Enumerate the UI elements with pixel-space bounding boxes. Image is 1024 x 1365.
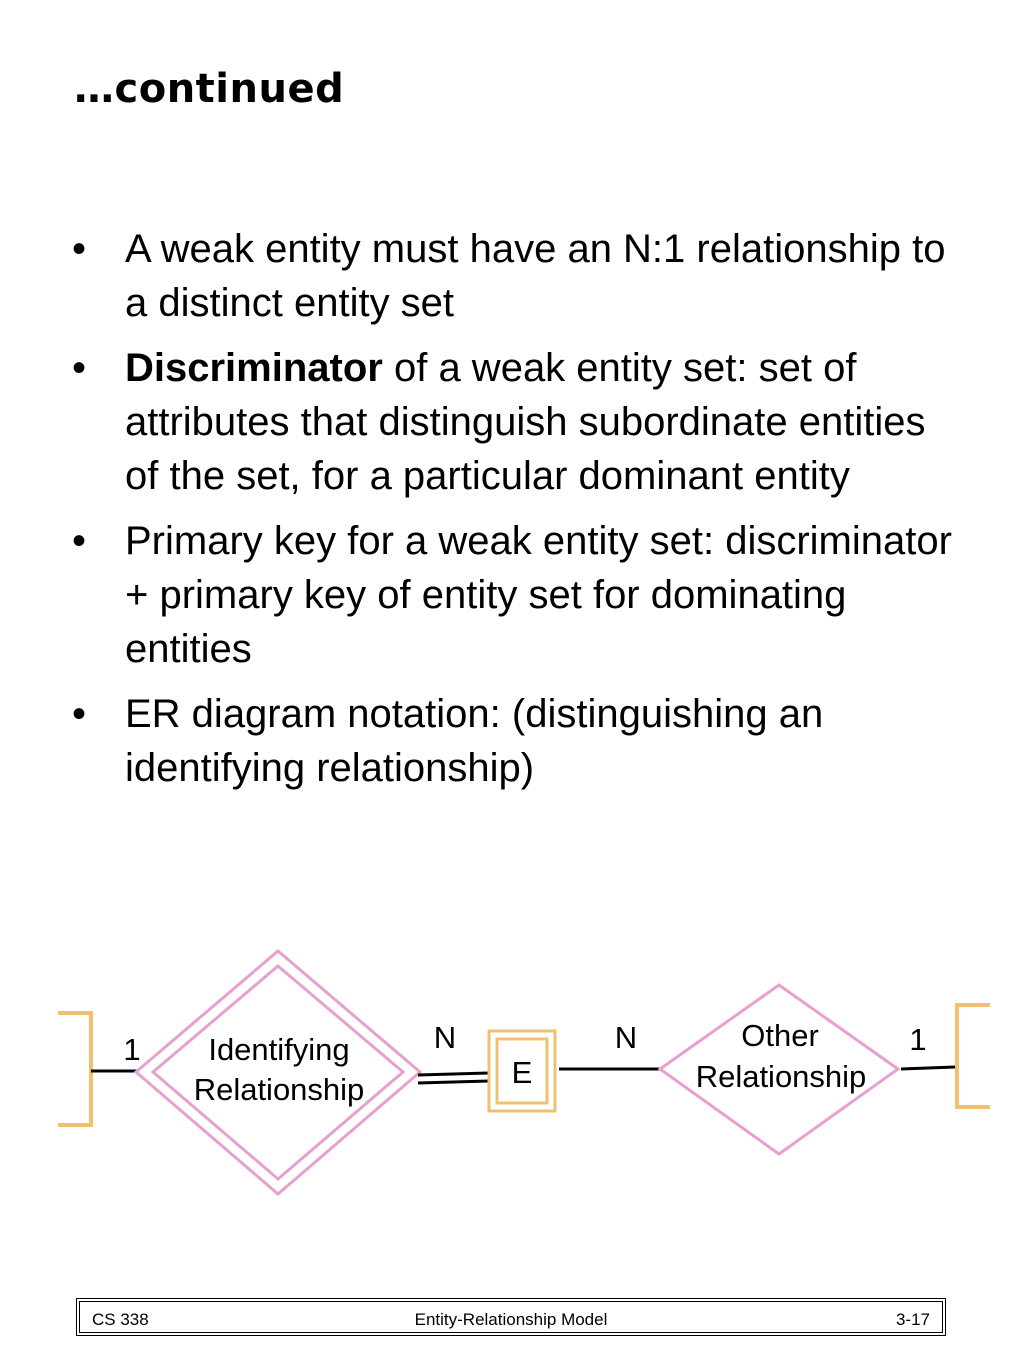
bullet-item: • Primary key for a weak entity set: dis…: [72, 514, 952, 676]
footer-topic: Entity-Relationship Model: [414, 1310, 608, 1329]
identifying-relationship-outer-diamond: [133, 949, 423, 1196]
cardinality-right-n: N: [615, 1020, 637, 1055]
left-entity-bracket: [58, 1011, 93, 1127]
connector-line-right: [900, 1065, 956, 1071]
bullet-text: A weak entity must have an N:1 relations…: [125, 227, 946, 325]
right-entity-bracket: [955, 1003, 990, 1109]
bullet-text: ER diagram notation: (distinguishing an …: [125, 692, 824, 790]
total-participation-line-2: [417, 1079, 490, 1085]
footer-page-number: 3-17: [895, 1310, 930, 1329]
slide-title: …continued: [74, 66, 345, 112]
identifying-relationship-inner-diamond: [150, 964, 406, 1181]
weak-entity-outer-box: [487, 1029, 557, 1113]
identifying-relationship-label-line1: Identifying: [208, 1032, 349, 1067]
bullet-text: Primary key for a weak entity set: discr…: [125, 519, 952, 671]
bullet-bold-term: Discriminator: [125, 346, 383, 390]
total-participation-line-1: [417, 1071, 490, 1077]
weak-entity-inner-box: [495, 1037, 549, 1105]
cardinality-left-n: N: [434, 1020, 456, 1055]
footer-course: CS 338: [92, 1310, 149, 1329]
other-relationship-label-line1: Other: [741, 1018, 819, 1053]
er-diagram: 1 Identifying Relationship N E N Other R…: [58, 949, 990, 1196]
bullet-marker: •: [72, 519, 87, 563]
bullet-marker: •: [72, 346, 87, 390]
bullet-item: • A weak entity must have an N:1 relatio…: [72, 222, 952, 330]
slide-footer: CS 338 Entity-Relationship Model 3-17: [76, 1298, 946, 1336]
bullet-list: • A weak entity must have an N:1 relatio…: [72, 222, 952, 806]
cardinality-right-one: 1: [909, 1022, 926, 1057]
bullet-marker: •: [72, 227, 87, 271]
bullet-text: of a weak entity set: set of attributes …: [125, 346, 926, 498]
bullet-item: • Discriminator of a weak entity set: se…: [72, 341, 952, 503]
other-relationship-diamond: [657, 983, 901, 1156]
other-relationship-label-line2: Relationship: [696, 1059, 867, 1094]
bullet-item: • ER diagram notation: (distinguishing a…: [72, 687, 952, 795]
identifying-relationship-label-line2: Relationship: [194, 1072, 365, 1107]
cardinality-left-one: 1: [123, 1032, 140, 1067]
bullet-marker: •: [72, 692, 87, 736]
weak-entity-label: E: [512, 1055, 533, 1090]
